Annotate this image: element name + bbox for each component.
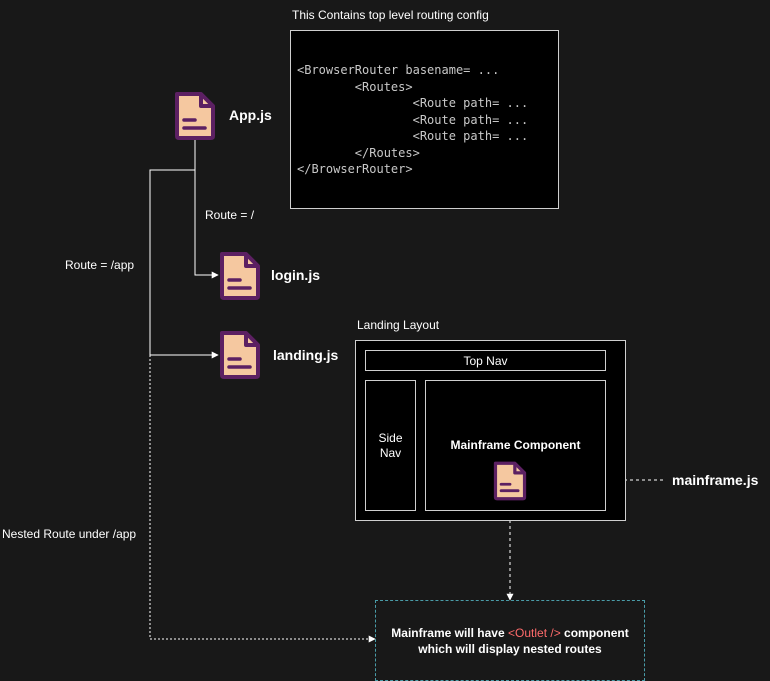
side-nav-label-line1: Side	[378, 430, 403, 445]
login-file-label: login.js	[271, 267, 320, 283]
landing-layout-title: Landing Layout	[357, 318, 440, 332]
routing-code: <BrowserRouter basename= ... <Routes> <R…	[297, 62, 528, 178]
routing-code-block: <BrowserRouter basename= ... <Routes> <R…	[290, 30, 559, 209]
outlet-tag: <Outlet />	[508, 625, 561, 640]
route-root-label: Route = /	[205, 208, 255, 222]
mainframe-file-label: mainframe.js	[672, 472, 759, 488]
outlet-note-text: Mainframe will have <Outlet /> component…	[391, 625, 628, 657]
nested-route-label: Nested Route under /app	[2, 527, 137, 541]
code-line: <Route path= ...	[412, 96, 529, 110]
side-nav-label-line2: Nav	[379, 445, 402, 460]
mainframe-file-icon	[493, 461, 527, 501]
app-file-icon	[175, 92, 215, 140]
code-line: <Routes>	[354, 79, 413, 94]
code-line: <Route path= ...	[412, 112, 529, 127]
top-nav-box: Top Nav	[365, 350, 606, 371]
app-file-label: App.js	[229, 107, 272, 123]
outlet-note-suffix: component	[560, 625, 629, 640]
landing-file-icon	[220, 331, 260, 379]
landing-file-label: landing.js	[273, 347, 339, 363]
mainframe-component-label: Mainframe Component	[450, 438, 581, 452]
outlet-note-box: Mainframe will have <Outlet /> component…	[375, 600, 645, 681]
code-line: </BrowserRouter>	[297, 162, 413, 176]
login-file-icon	[220, 252, 260, 300]
edge-nested-route	[149, 355, 376, 643]
routing-config-note: This Contains top level routing config	[292, 8, 489, 22]
outlet-note-prefix: Mainframe will have	[391, 625, 508, 640]
route-app-label: Route = /app	[65, 258, 135, 272]
side-nav-box: Side Nav	[365, 380, 416, 511]
edge-app-to-login	[194, 140, 219, 279]
code-line: <BrowserRouter basename= ...	[297, 63, 500, 77]
edge-app-to-landing	[149, 169, 219, 359]
code-line: <Route path= ...	[412, 129, 529, 143]
code-line: </Routes>	[354, 145, 420, 160]
outlet-note-line2: which will display nested routes	[418, 641, 602, 656]
